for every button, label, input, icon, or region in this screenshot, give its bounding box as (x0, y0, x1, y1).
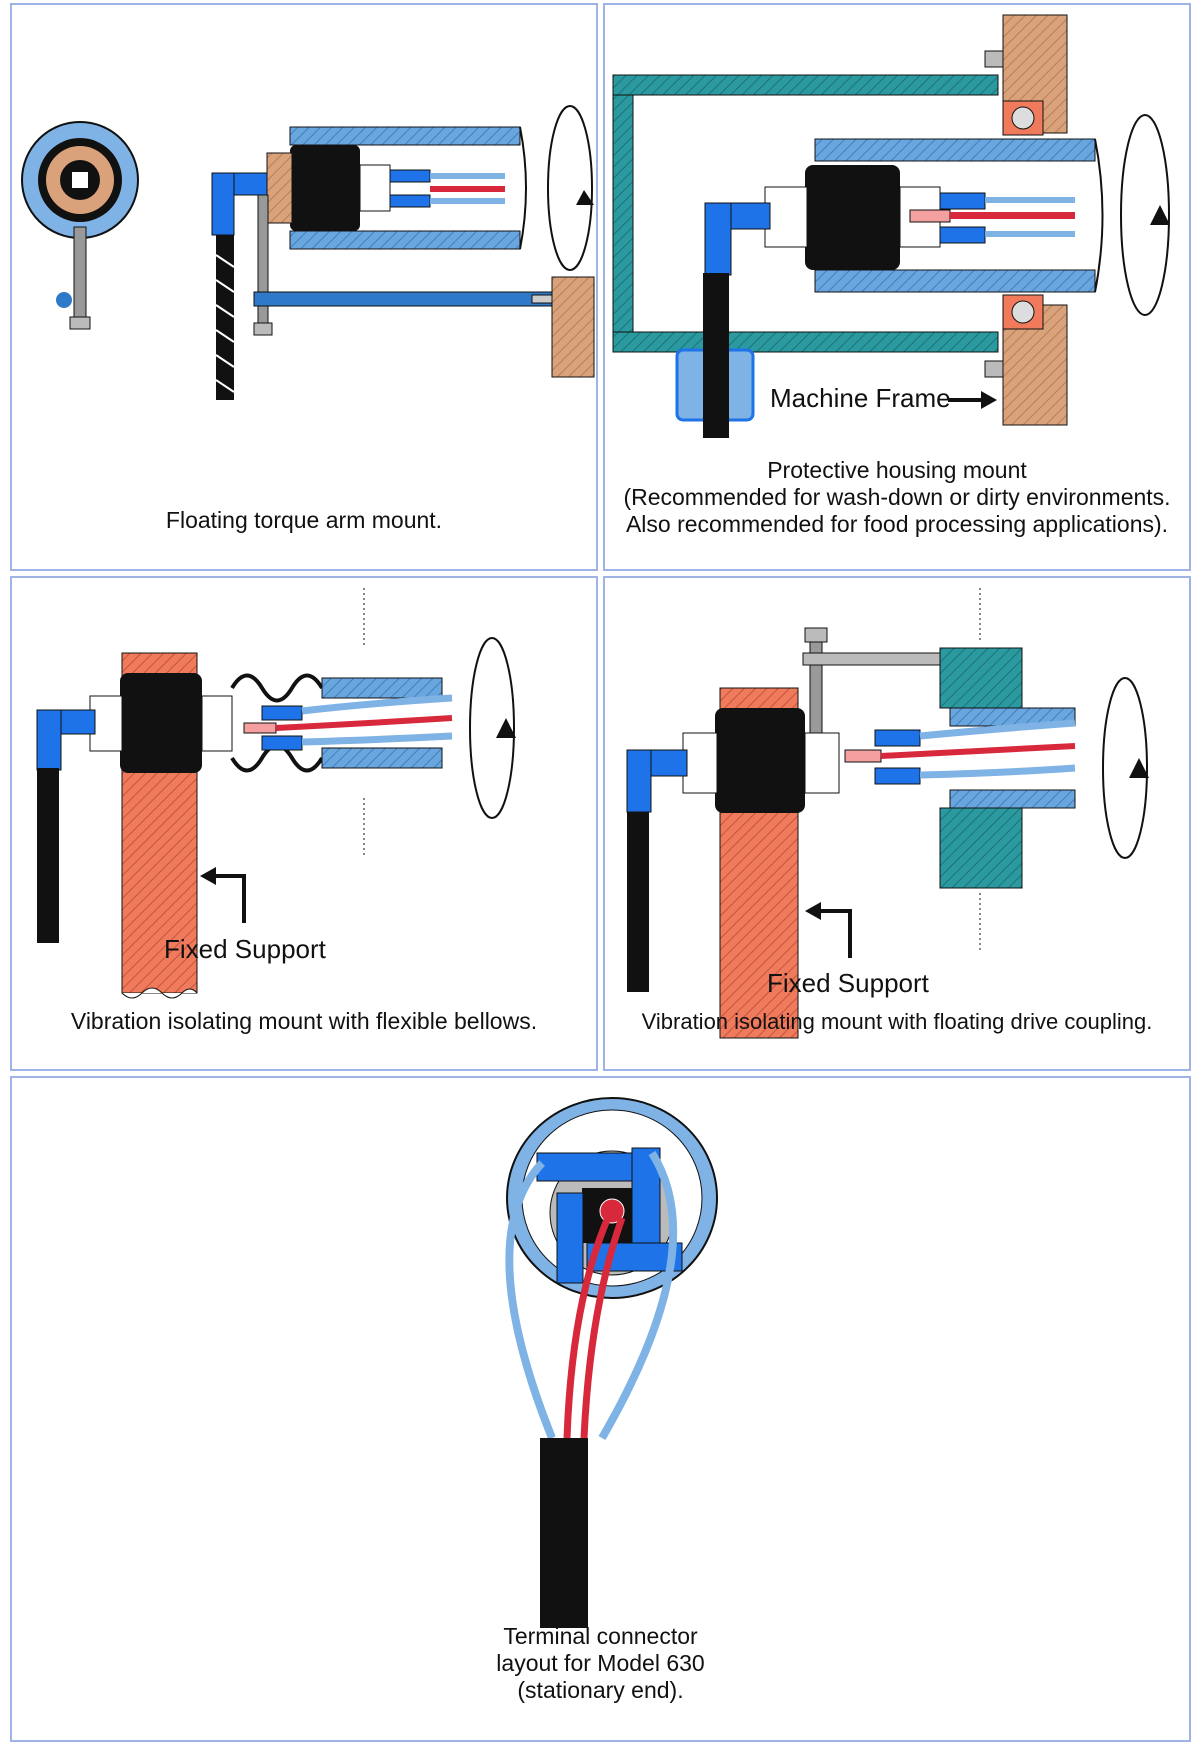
floating-drive-coupling (939, 647, 1076, 889)
rotation-arrow-icon (1120, 114, 1170, 316)
end-view-disc (21, 121, 139, 330)
rotating-shaft-housing (289, 126, 527, 250)
slip-ring-body (211, 145, 391, 236)
diagram-terminal-layout (505, 1097, 718, 1628)
rotation-arrow-icon (1102, 677, 1149, 859)
lead-wires (389, 169, 505, 208)
slip-ring-body (36, 673, 233, 943)
spade-terminals (536, 1147, 683, 1284)
lead-wires (909, 192, 1075, 244)
rotation-arrow-icon (547, 105, 594, 271)
diagram-bellows (36, 588, 516, 999)
diagram-protective-housing (612, 14, 1170, 438)
torque-arm (253, 194, 595, 378)
lead-wires (243, 694, 453, 751)
pointer-arrow-icon (200, 867, 246, 923)
slip-ring-body (626, 708, 840, 992)
caption-floating-torque-arm: Floating torque arm mount. (165, 507, 443, 533)
label-machine-frame: Machine Frame (770, 383, 951, 413)
coupling-clamp (802, 627, 944, 734)
pointer-arrow-icon (948, 391, 997, 409)
pointer-arrow-icon (805, 902, 852, 958)
panel-protective-housing: Machine Frame Protective housing mount (… (603, 3, 1191, 571)
cable (540, 1438, 588, 1628)
machine-frame (1002, 14, 1068, 426)
panel-floating-torque-arm: Floating torque arm mount. (10, 3, 598, 571)
lead-wires (844, 719, 1076, 785)
cable (215, 235, 235, 400)
caption-terminal-layout: Terminal connector layout for Model 630 … (496, 1623, 705, 1703)
rotating-shaft-housing (321, 677, 443, 769)
rotating-shaft-housing (814, 138, 1104, 293)
rotation-arrow-icon (469, 637, 516, 819)
cable-gland (675, 273, 755, 438)
label-fixed-support: Fixed Support (767, 968, 929, 998)
diagram-floating-coupling (626, 588, 1149, 1039)
slip-ring-body (704, 165, 941, 276)
lead-wires (505, 1150, 678, 1441)
diagram-floating-torque-arm (21, 105, 595, 400)
panel-bellows: Fixed Support Vibration isolating mount … (10, 576, 598, 1071)
panel-terminal-layout: Terminal connector layout for Model 630 … (10, 1076, 1191, 1742)
label-fixed-support: Fixed Support (164, 934, 326, 964)
caption-bellows: Vibration isolating mount with flexible … (70, 1008, 538, 1034)
caption-floating-coupling: Vibration isolating mount with floating … (641, 1009, 1153, 1034)
caption-protective-housing: Protective housing mount (Recommended fo… (623, 457, 1171, 537)
panel-floating-coupling: Fixed Support Vibration isolating mount … (603, 576, 1191, 1071)
